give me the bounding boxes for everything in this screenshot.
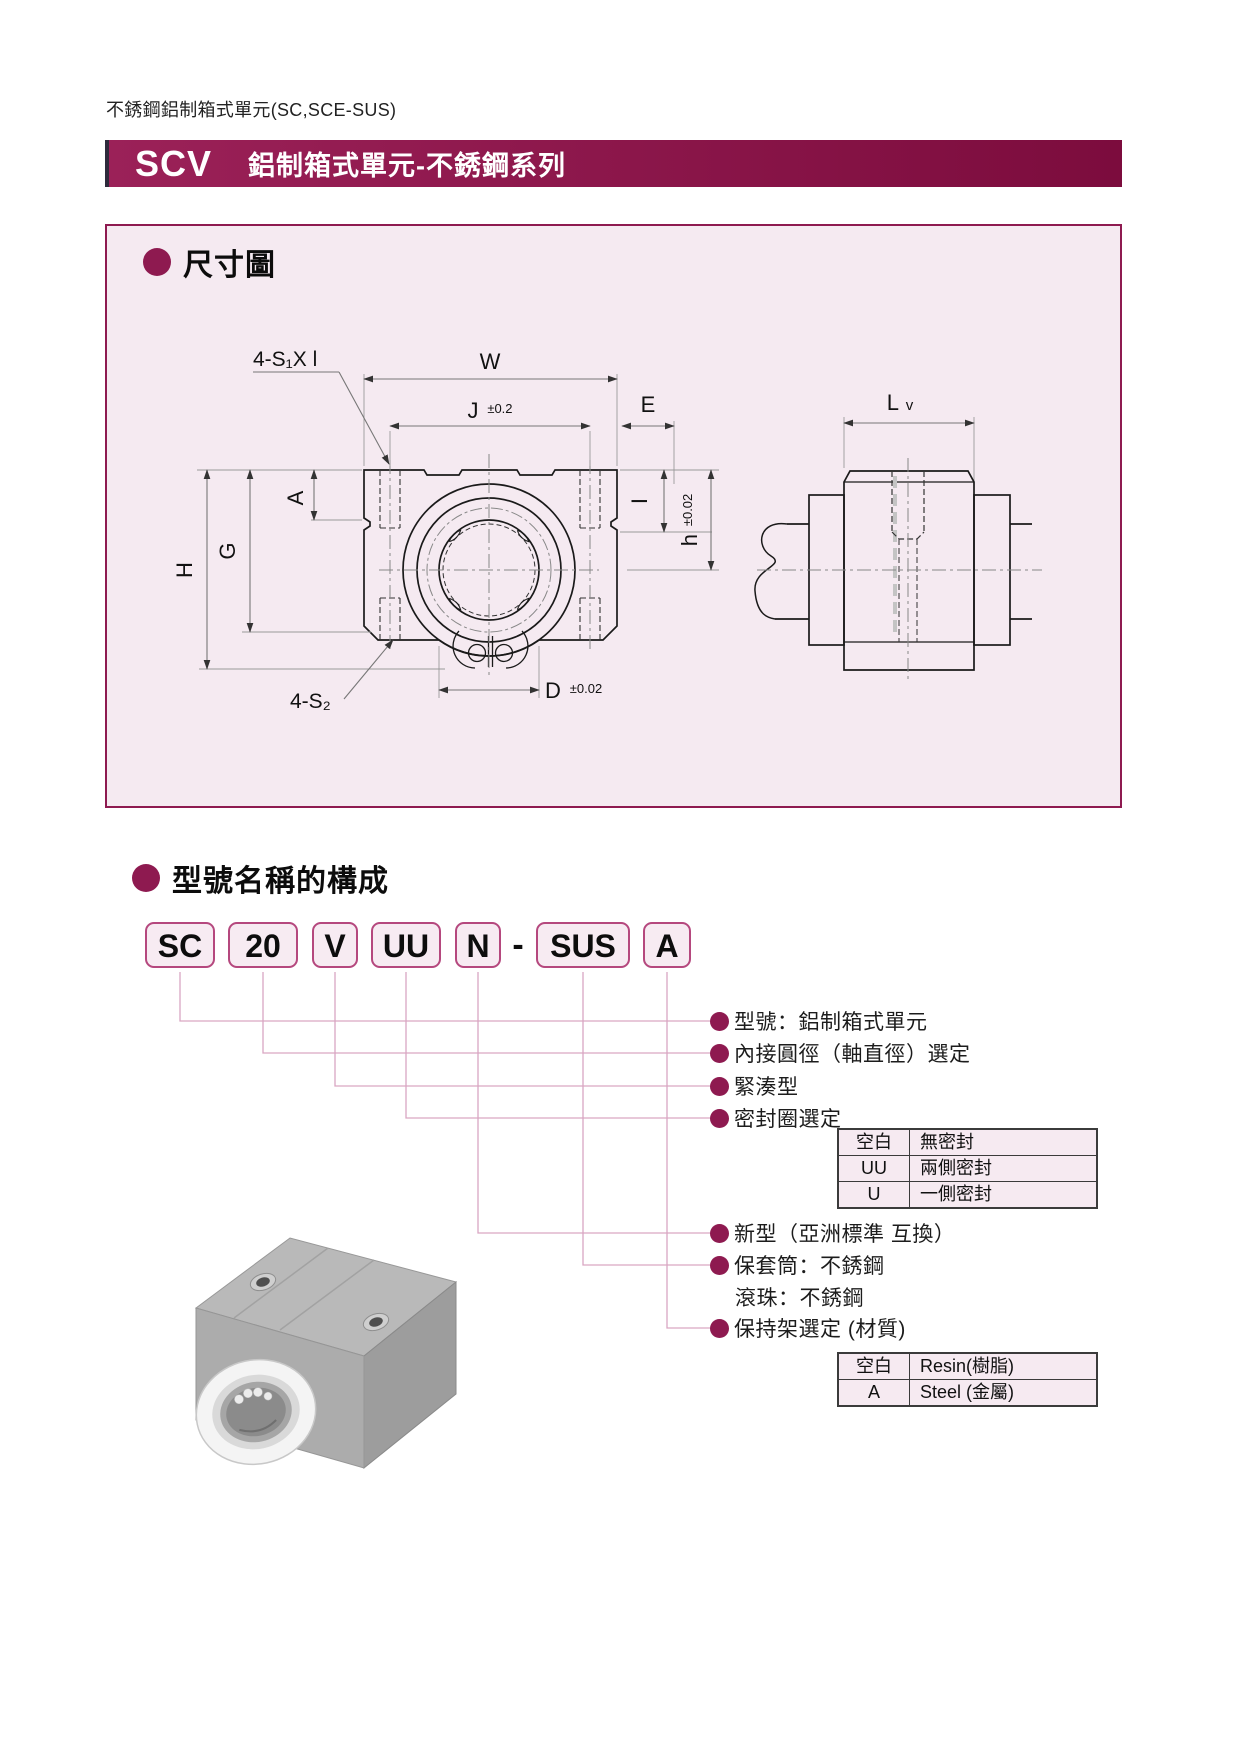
table-cell: 兩側密封 bbox=[920, 1158, 992, 1178]
front-view-outline bbox=[363, 469, 618, 657]
bolt-circle-centerline bbox=[426, 507, 552, 633]
table-cell: U bbox=[839, 1182, 910, 1207]
front-view-centerlines bbox=[379, 454, 599, 678]
model-heading-label: 型號名稱的構成 bbox=[172, 865, 389, 898]
technical-drawing: 4-S₁X l W J ±0.2 E A G H I h ±0.02 4-S₂ … bbox=[172, 348, 1042, 713]
dimension-lines bbox=[203, 375, 975, 694]
model-segment-sus: SUS bbox=[536, 922, 630, 968]
table-cell: 無密封 bbox=[920, 1132, 974, 1152]
table-row: U 一側密封 bbox=[839, 1181, 1096, 1207]
callout-text: 新型（亞洲標準 互換） bbox=[734, 1223, 956, 1246]
table-row: 空白 無密封 bbox=[839, 1130, 1096, 1155]
table-row: A Steel (金屬) bbox=[839, 1379, 1096, 1405]
ball-track-marks bbox=[448, 529, 530, 611]
product-image bbox=[194, 1237, 458, 1470]
callout-text: 內接圓徑（軸直徑）選定 bbox=[734, 1043, 971, 1066]
label-lv: L v bbox=[887, 390, 914, 415]
series-title-bar: SCV 鋁制箱式單元-不銹鋼系列 bbox=[105, 140, 1122, 187]
table-cell: Steel (金屬) bbox=[920, 1382, 1015, 1402]
table-row: 空白 Resin(樹脂) bbox=[839, 1354, 1096, 1379]
callout-bore: 內接圓徑（軸直徑）選定 bbox=[710, 1040, 971, 1066]
label-corner-screws-top: 4-S₁X l bbox=[253, 348, 317, 371]
bullet-icon bbox=[710, 1318, 729, 1338]
table-cell: Resin(樹脂) bbox=[920, 1356, 1015, 1376]
callout-retainer: 保持架選定 (材質) bbox=[710, 1315, 906, 1341]
bullet-icon bbox=[710, 1223, 729, 1243]
dimension-heading-label: 尺寸圖 bbox=[183, 249, 276, 282]
label-a: A bbox=[283, 490, 308, 505]
model-code-separator: - bbox=[512, 926, 524, 964]
model-segment-v: V bbox=[312, 922, 358, 968]
bullet-icon bbox=[710, 1011, 729, 1031]
model-segment-bore: 20 bbox=[228, 922, 298, 968]
label-i: I bbox=[627, 498, 652, 504]
label-w: W bbox=[480, 349, 501, 374]
drawing-labels: 4-S₁X l W J ±0.2 E A G H I h ±0.02 4-S₂ … bbox=[172, 348, 914, 713]
model-segment-retainer: A bbox=[643, 922, 691, 968]
table-cell: UU bbox=[839, 1156, 910, 1181]
label-e: E bbox=[641, 392, 656, 417]
corner-screw-hidden-lines bbox=[379, 470, 601, 640]
retainer-material-table: 空白 Resin(樹脂) A Steel (金屬) bbox=[837, 1352, 1098, 1407]
bearing-ring bbox=[195, 1358, 317, 1466]
table-cell: A bbox=[839, 1380, 910, 1405]
bullet-icon bbox=[710, 1108, 729, 1128]
bullet-icon bbox=[710, 1076, 729, 1096]
label-bore: D ±0.02 bbox=[545, 678, 602, 703]
callout-text: 保持架選定 (材質) bbox=[734, 1318, 906, 1341]
model-section-heading: 型號名稱的構成 bbox=[132, 856, 389, 900]
bullet-icon bbox=[710, 1043, 729, 1063]
table-row: UU 兩側密封 bbox=[839, 1155, 1096, 1181]
callout-text: 滾珠：不銹鋼 bbox=[735, 1287, 864, 1310]
model-segment-sc: SC bbox=[145, 922, 215, 968]
label-h-total: H bbox=[172, 562, 197, 578]
section-bullet-icon bbox=[132, 864, 160, 892]
callout-text: 型號：鋁制箱式單元 bbox=[734, 1011, 928, 1034]
callout-sleeve: 保套筒：不銹鋼 bbox=[710, 1252, 885, 1278]
callout-connector-lines bbox=[179, 972, 715, 1329]
callout-text: 保套筒：不銹鋼 bbox=[734, 1255, 885, 1278]
table-cell: 一側密封 bbox=[920, 1184, 992, 1204]
mount-hole bbox=[249, 1272, 277, 1292]
bullet-icon bbox=[710, 1255, 729, 1275]
label-j: J ±0.2 bbox=[467, 398, 512, 423]
dimension-panel: 尺寸圖 bbox=[105, 224, 1122, 808]
callout-balls: 滾珠：不銹鋼 bbox=[710, 1284, 864, 1310]
table-cell: 空白 bbox=[839, 1130, 910, 1155]
dimension-section-heading: 尺寸圖 bbox=[143, 240, 276, 284]
label-g: G bbox=[215, 542, 240, 559]
series-title: 鋁制箱式單元-不銹鋼系列 bbox=[248, 151, 567, 181]
section-bullet-icon bbox=[143, 248, 171, 276]
callout-new-type: 新型（亞洲標準 互換） bbox=[710, 1220, 955, 1246]
callout-model: 型號：鋁制箱式單元 bbox=[710, 1008, 928, 1034]
seal-option-table: 空白 無密封 UU 兩側密封 U 一側密封 bbox=[837, 1128, 1098, 1209]
side-view-centerlines bbox=[757, 458, 1042, 681]
model-segment-n: N bbox=[455, 922, 501, 968]
shaft-break-squiggle bbox=[754, 522, 788, 620]
page-header-note: 不銹鋼鋁制箱式單元(SC,SCE-SUS) bbox=[106, 100, 397, 120]
table-cell: 空白 bbox=[839, 1354, 910, 1379]
series-code: SCV bbox=[135, 142, 213, 184]
label-h-center: h ±0.02 bbox=[677, 494, 702, 547]
label-corner-screws-bottom: 4-S₂ bbox=[290, 690, 331, 713]
callout-seal: 密封圈選定 bbox=[710, 1105, 842, 1131]
mount-hole bbox=[362, 1312, 390, 1332]
callout-compact: 緊湊型 bbox=[710, 1073, 799, 1099]
leader-lines bbox=[253, 371, 394, 700]
callout-text: 緊湊型 bbox=[734, 1076, 799, 1099]
callout-text: 密封圈選定 bbox=[734, 1108, 842, 1131]
model-segment-seal: UU bbox=[371, 922, 441, 968]
